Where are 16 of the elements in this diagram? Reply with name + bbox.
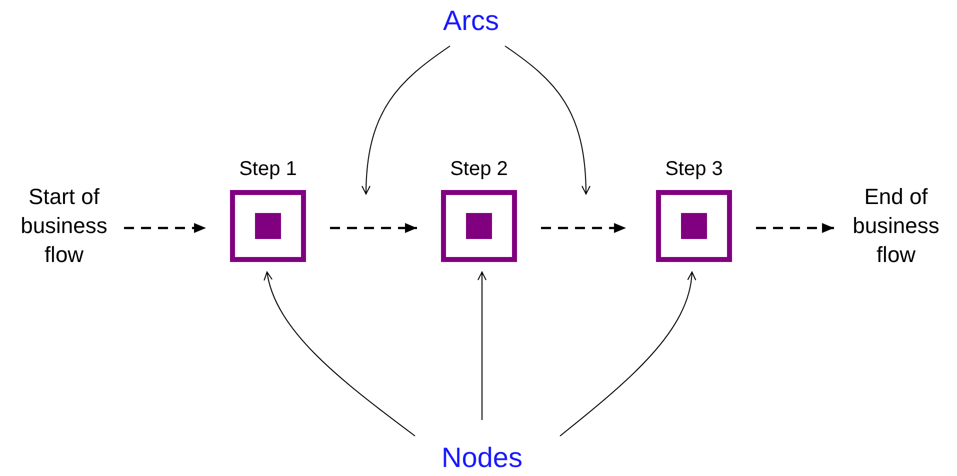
leader-line bbox=[504, 46, 590, 194]
flow-label: Start of business flow bbox=[20, 182, 108, 268]
dashed-arrow bbox=[756, 223, 834, 233]
leader-line bbox=[362, 46, 450, 194]
callout-label: Nodes bbox=[442, 441, 522, 475]
leader-line bbox=[560, 272, 696, 436]
dashed-arrow bbox=[541, 223, 626, 233]
callout-label: Arcs bbox=[443, 4, 499, 38]
step-label: Step 3 bbox=[665, 157, 723, 182]
leader-line bbox=[478, 272, 486, 420]
leader-line bbox=[264, 272, 416, 436]
dashed-arrow bbox=[330, 223, 417, 233]
step-label: Step 2 bbox=[450, 157, 508, 182]
dashed-arrow bbox=[124, 223, 206, 233]
step-label: Step 1 bbox=[239, 157, 297, 182]
flow-label: End of business flow bbox=[852, 182, 940, 268]
